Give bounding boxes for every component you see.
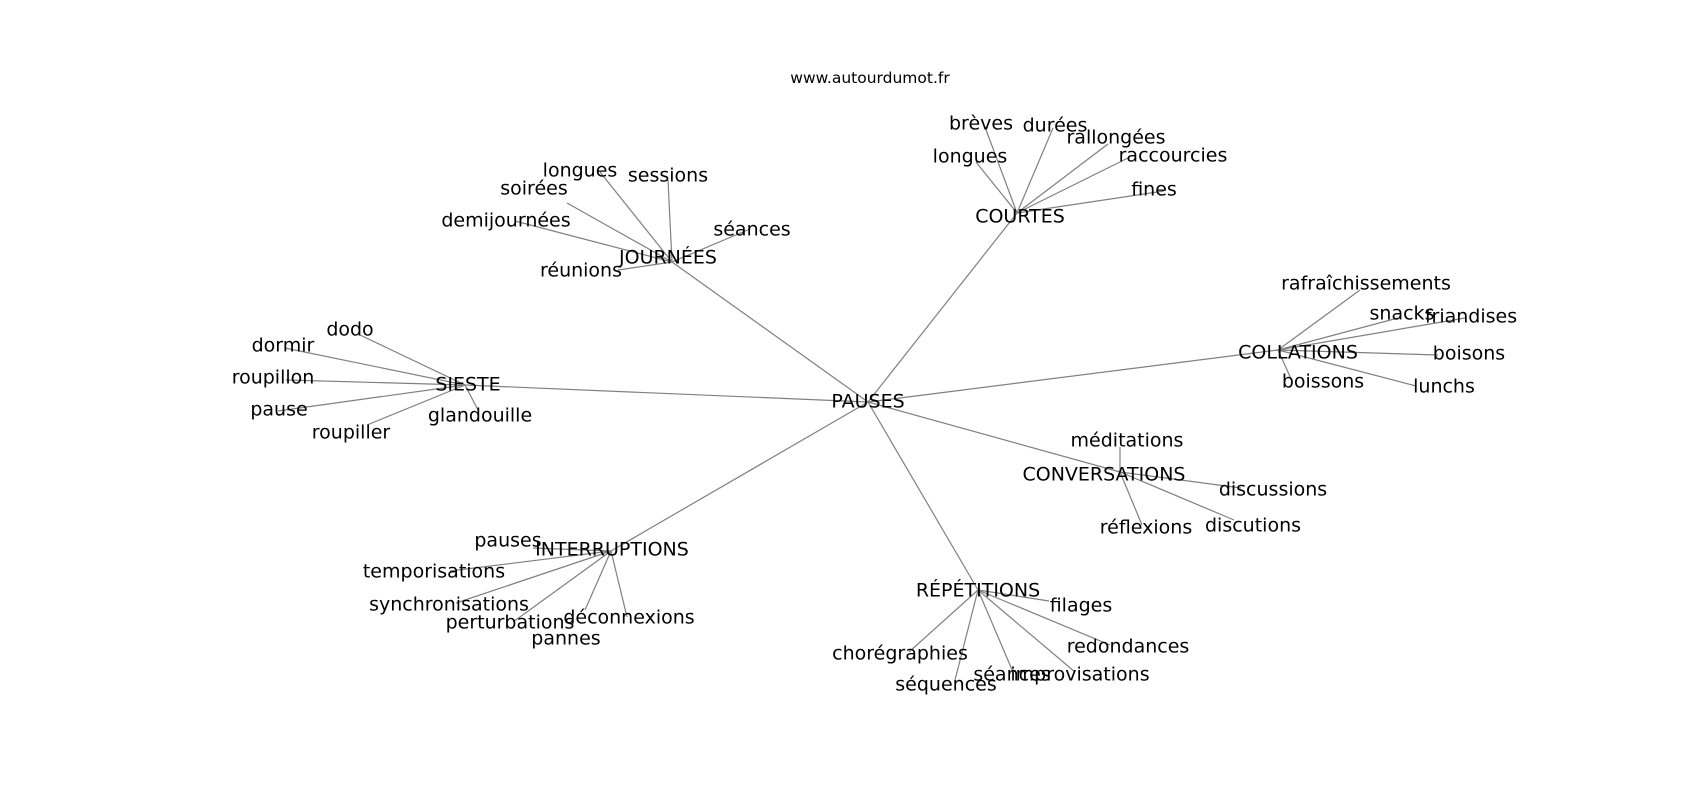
word-node-fines[interactable]: fines: [1131, 179, 1177, 201]
word-node-longues[interactable]: longues: [933, 146, 1008, 168]
word-node-glandouille[interactable]: glandouille: [428, 405, 532, 427]
edge-sieste-pause-3: [277, 384, 466, 412]
edge-root-interruptions: [610, 401, 869, 552]
edge-conversations-discussions-1: [1119, 471, 1242, 489]
site-url[interactable]: www.autourdumot.fr: [790, 69, 950, 87]
edge-conversations-discutions-3: [1119, 471, 1235, 521]
word-node-soirees[interactable]: soirées: [500, 178, 567, 200]
word-node-boissons[interactable]: boissons: [1282, 371, 1364, 393]
cluster-node-collations[interactable]: COLLATIONS: [1238, 342, 1358, 364]
edge-root-repetitions: [867, 401, 979, 591]
graph-edges: [277, 126, 1466, 681]
edge-collations-lunchs-5: [1277, 349, 1417, 387]
word-node-pauses[interactable]: pauses: [474, 530, 541, 552]
word-node-boisons[interactable]: boisons: [1433, 343, 1505, 365]
word-node-seances[interactable]: séances: [713, 219, 790, 241]
word-node-perturbations[interactable]: perturbations: [446, 612, 575, 634]
word-node-raccourcies[interactable]: raccourcies: [1119, 145, 1228, 167]
edge-repetitions-seances-3: [977, 589, 1014, 673]
edge-root-conversations: [867, 401, 1121, 473]
edge-root-courtes: [867, 212, 1018, 403]
graph-labels: www.autourdumot.fr PAUSES JOURNÉES longues…: [232, 69, 1517, 696]
edge-interruptions-temporisations-1: [449, 550, 612, 572]
word-node-durees[interactable]: durées: [1023, 115, 1088, 137]
word-node-roupillon[interactable]: roupillon: [232, 367, 315, 389]
cluster-node-journees[interactable]: JOURNÉES: [618, 246, 717, 269]
word-node-sessions[interactable]: sessions: [628, 165, 708, 187]
edge-sieste-roupillon-2: [285, 379, 466, 386]
cluster-node-conversations[interactable]: CONVERSATIONS: [1022, 464, 1185, 486]
word-node-pannes[interactable]: pannes: [531, 628, 600, 650]
edge-courtes-rallongees-2: [1016, 143, 1109, 214]
word-node-sequences[interactable]: séquences: [895, 674, 996, 696]
word-node-dormir[interactable]: dormir: [252, 335, 315, 357]
edge-conversations-reflexions-2: [1119, 471, 1143, 526]
edge-journees-reunions-5: [617, 261, 673, 271]
word-node-temporisations[interactable]: temporisations: [363, 561, 505, 583]
cluster-node-interruptions[interactable]: INTERRUPTIONS: [535, 539, 689, 561]
edge-courtes-fines-5: [1016, 190, 1165, 214]
edge-interruptions-synchronisations-2: [455, 550, 612, 604]
word-node-deconnexions[interactable]: déconnexions: [563, 607, 694, 629]
edge-journees-longues-0: [599, 171, 673, 263]
edge-sieste-dormir-1: [284, 347, 466, 386]
edge-sieste-dodo-0: [359, 334, 466, 386]
word-node-snacks[interactable]: snacks: [1370, 303, 1435, 325]
word-node-breves[interactable]: brèves: [949, 113, 1013, 135]
cluster-node-courtes[interactable]: COURTES: [975, 206, 1065, 228]
word-node-filages[interactable]: filages: [1050, 595, 1113, 617]
edge-interruptions-pannes-5: [584, 550, 612, 611]
word-node-reflexions[interactable]: réflexions: [1100, 517, 1193, 539]
word-node-discutions[interactable]: discutions: [1205, 515, 1301, 537]
edge-interruptions-pauses-0: [532, 547, 612, 552]
word-node-reunions[interactable]: réunions: [540, 260, 622, 282]
edge-courtes-longues-3: [975, 161, 1018, 214]
edge-sieste-roupiller-4: [366, 384, 466, 426]
edge-collations-boissons-4: [1277, 349, 1293, 382]
edge-collations-rafraichissements-0: [1277, 289, 1361, 351]
edge-courtes-durees-1: [1016, 127, 1054, 214]
edge-interruptions-perturbations-3: [512, 550, 612, 623]
edge-journees-sessions-1: [667, 179, 673, 263]
root-node-label[interactable]: PAUSES: [831, 391, 904, 413]
word-node-demijournees[interactable]: demijournées: [441, 210, 570, 232]
edge-root-journees: [671, 261, 869, 403]
word-node-rallongees[interactable]: rallongées: [1066, 127, 1165, 149]
edge-collations-boisons-3: [1277, 349, 1439, 356]
edge-collations-snacks-1: [1277, 317, 1399, 351]
cluster-node-sieste[interactable]: SIESTE: [435, 374, 500, 396]
word-node-improvisations[interactable]: improvisations: [1010, 664, 1149, 686]
edge-journees-seances-4: [671, 228, 751, 263]
edge-root-sieste: [464, 384, 869, 403]
word-node-lunchs[interactable]: lunchs: [1413, 376, 1475, 398]
edge-sieste-glandouille-5: [464, 384, 479, 411]
word-node-pause[interactable]: pause: [250, 399, 307, 421]
edge-root-collations: [867, 349, 1279, 403]
edge-courtes-breves-0: [984, 126, 1018, 214]
cluster-node-repetitions[interactable]: RÉPÉTITIONS: [916, 579, 1040, 602]
word-node-discussions[interactable]: discussions: [1219, 479, 1327, 501]
edge-repetitions-sequences-5: [954, 589, 979, 681]
word-node-longues[interactable]: longues: [543, 160, 618, 182]
word-node-friandises[interactable]: friandises: [1425, 306, 1517, 328]
word-node-roupiller[interactable]: roupiller: [312, 422, 391, 444]
edge-journees-soirees-2: [566, 202, 673, 263]
word-node-redondances[interactable]: redondances: [1067, 636, 1190, 658]
edge-repetitions-filages-0: [977, 589, 1050, 602]
edge-repetitions-redondances-2: [977, 589, 1111, 646]
edge-courtes-raccourcies-4: [1016, 156, 1131, 214]
word-node-choregraphies[interactable]: chorégraphies: [832, 643, 968, 665]
edge-repetitions-improvisations-4: [977, 589, 1076, 673]
edge-interruptions-deconnexions-4: [610, 550, 628, 618]
word-node-dodo[interactable]: dodo: [326, 319, 373, 341]
edge-repetitions-choregraphies-1: [908, 589, 979, 653]
word-node-synchronisations[interactable]: synchronisations: [369, 594, 529, 616]
word-node-seances[interactable]: séances: [973, 664, 1050, 686]
edge-collations-friandises-2: [1277, 317, 1466, 351]
edge-journees-demijournees-3: [514, 220, 673, 263]
word-node-rafraichissements[interactable]: rafraîchissements: [1281, 273, 1451, 295]
word-node-meditations[interactable]: méditations: [1071, 430, 1184, 452]
